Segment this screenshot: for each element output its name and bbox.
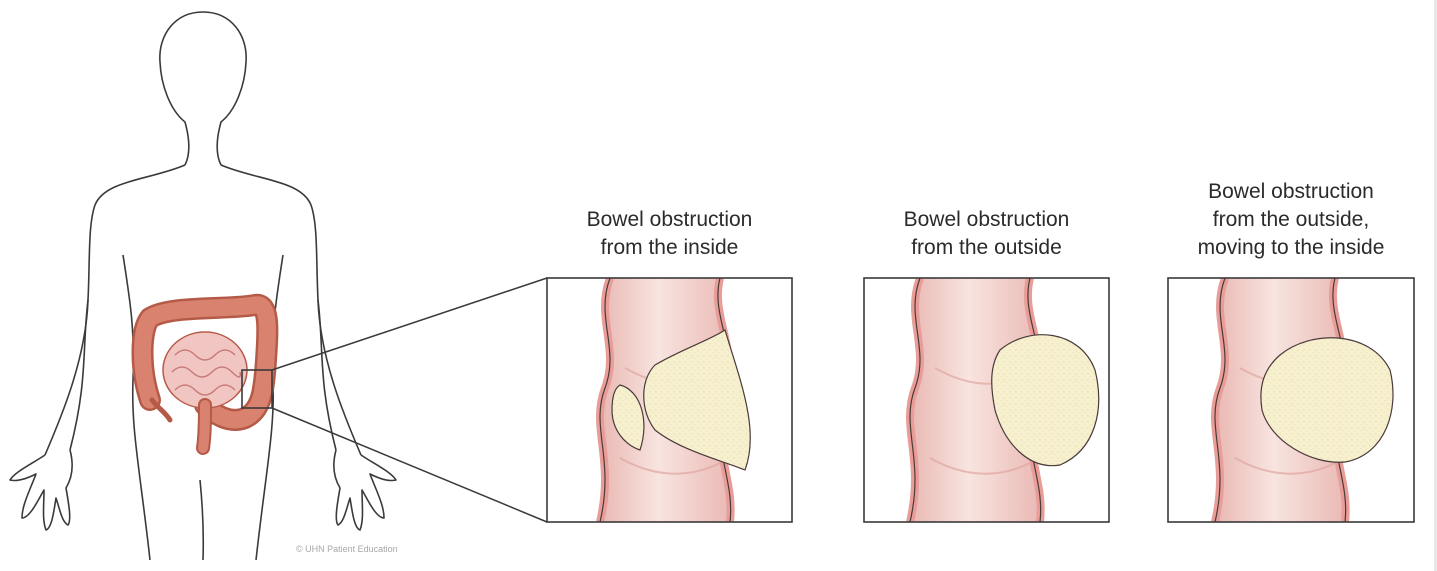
copyright-credit: © UHN Patient Education: [296, 544, 398, 554]
panel-inside: [547, 278, 792, 522]
caption-outside: Bowel obstruction from the outside: [864, 206, 1109, 262]
panel-outside-to-inside: [1168, 278, 1414, 522]
intestines: [143, 305, 268, 448]
panel-outside: [864, 278, 1109, 522]
magnifier: [242, 278, 547, 522]
body-outline: [10, 12, 396, 560]
caption-outside-to-inside: Bowel obstruction from the outside, movi…: [1160, 178, 1422, 262]
caption-inside: Bowel obstruction from the inside: [547, 206, 792, 262]
